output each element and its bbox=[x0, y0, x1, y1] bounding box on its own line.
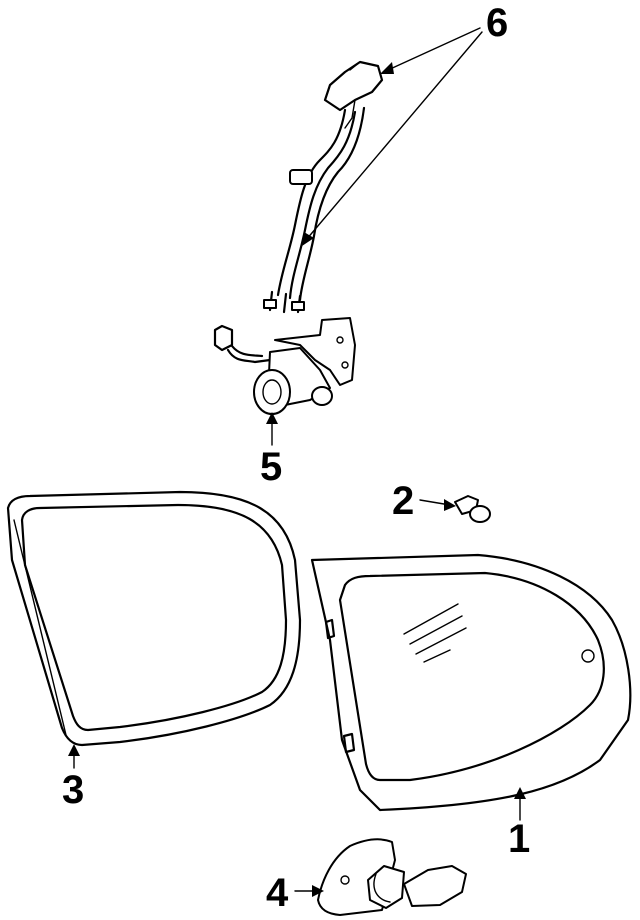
callout-4: 4 bbox=[266, 871, 289, 915]
callout-6: 6 bbox=[486, 1, 508, 45]
callout-arrows bbox=[68, 27, 526, 897]
callout-2: 2 bbox=[392, 479, 414, 523]
callout-3: 3 bbox=[62, 768, 84, 812]
bolt-part bbox=[454, 495, 491, 523]
power-actuator-part bbox=[213, 317, 356, 415]
wire-harness-part bbox=[263, 60, 384, 314]
weatherstrip-part bbox=[6, 490, 302, 747]
callout-5: 5 bbox=[260, 445, 282, 489]
quarter-glass-part bbox=[310, 553, 632, 812]
latch-bracket-part bbox=[317, 838, 467, 916]
callout-1: 1 bbox=[508, 817, 530, 861]
